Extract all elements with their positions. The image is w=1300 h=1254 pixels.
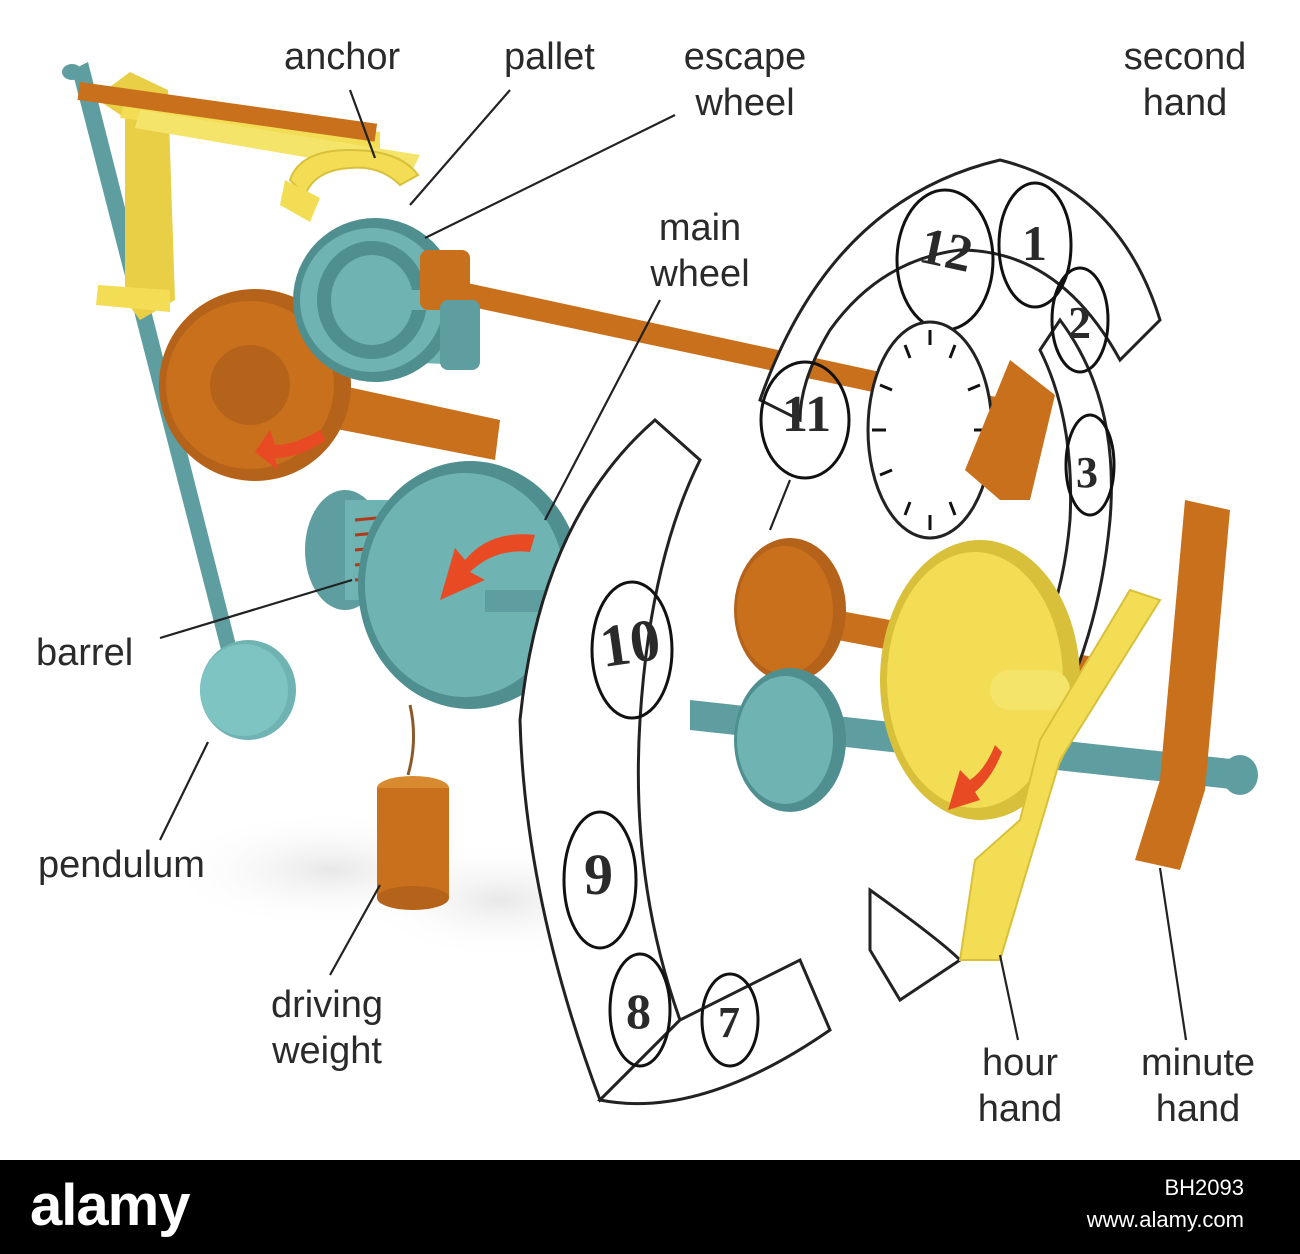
label-anchor: anchor <box>284 36 401 78</box>
leader-lines <box>159 89 1188 1041</box>
dial-number-1: 1 <box>1022 215 1047 271</box>
reduction-pinion <box>734 538 846 682</box>
dial-number-12: 12 <box>914 217 978 284</box>
dial-number-3: 3 <box>1076 448 1098 497</box>
anchor <box>280 148 420 222</box>
label-pallet: pallet <box>504 36 595 78</box>
dial-number-9: 9 <box>584 842 613 907</box>
dial-number-8: 8 <box>626 983 651 1039</box>
dial-number-2: 2 <box>1068 297 1091 348</box>
watermark-footer: alamy BH2093 www.alamy.com <box>0 1160 1300 1254</box>
upper-shaft <box>425 275 1010 420</box>
diagram-artwork <box>62 62 1258 1106</box>
dial-number-10: 10 <box>595 606 665 680</box>
dial-number-7: 7 <box>718 998 740 1047</box>
image-id: BH2093 <box>1164 1175 1244 1200</box>
seconds-subdial <box>866 320 994 540</box>
dial-ring <box>518 158 1162 1106</box>
pinion <box>420 250 480 370</box>
hour-hand <box>958 588 1162 961</box>
shaft-end <box>1222 755 1258 795</box>
third-wheel <box>159 289 351 481</box>
label-pendulum: pendulum <box>38 844 205 886</box>
label-barrel: barrel <box>36 632 134 674</box>
brand-logo: alamy <box>30 1173 190 1238</box>
minute-wheel <box>734 668 846 812</box>
dial-number-11: 11 <box>782 386 832 443</box>
image-url: www.alamy.com <box>1086 1207 1244 1232</box>
driving-weight <box>377 704 449 910</box>
second-hand <box>965 360 1055 500</box>
minute-hand <box>1135 500 1230 870</box>
clock-mechanism-diagram: 12 1 2 3 11 10 9 8 7 anchor pallet escap… <box>36 36 1258 1130</box>
hour-wheel <box>880 540 1080 820</box>
rotation-arrows <box>255 430 1002 810</box>
